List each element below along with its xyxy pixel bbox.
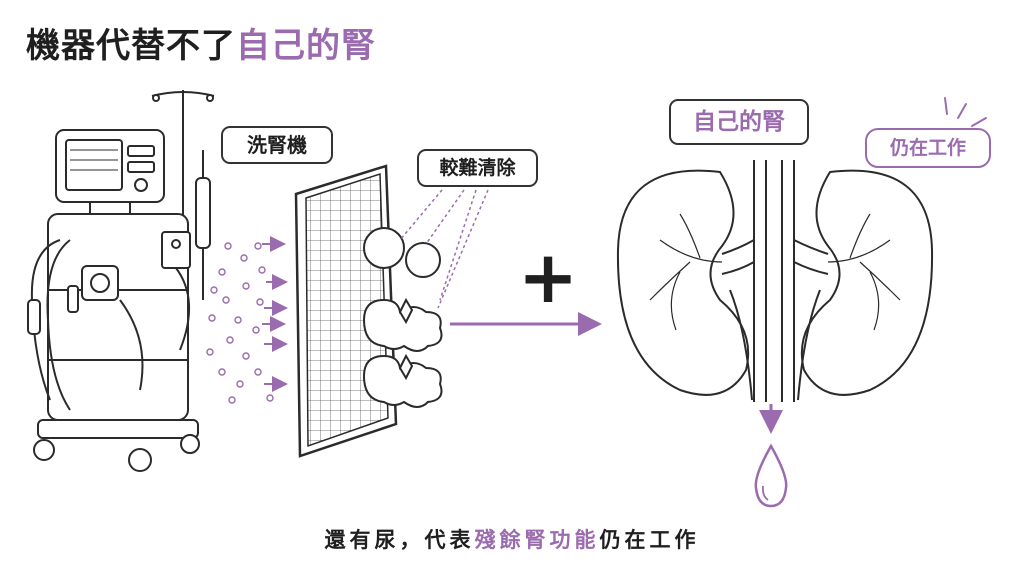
hard-to-clear-pointers [399, 189, 489, 309]
sparkle-icon [944, 97, 987, 127]
dialysis-machine-icon [27, 90, 215, 472]
own-kidney-label: 自己的腎 [669, 99, 809, 145]
large-molecules [362, 227, 443, 408]
footer-highlight: 殘餘腎功能 [474, 528, 600, 552]
flow-arrows-left [262, 236, 288, 392]
dialysis-machine-label: 洗腎機 [221, 126, 333, 164]
footer-caption: 還有尿，代表殘餘腎功能仍在工作 [0, 524, 1024, 554]
page-title: 機器代替不了自己的腎 [26, 18, 376, 67]
kidney-icon [616, 160, 934, 402]
footer-part2: 仍在工作 [599, 528, 700, 552]
title-highlight: 自己的腎 [236, 26, 376, 66]
hard-to-clear-label: 較難清除 [417, 149, 538, 187]
urine-drop-icon [754, 443, 788, 508]
still-working-label: 仍在工作 [865, 128, 991, 168]
plus-sign: + [518, 235, 578, 319]
title-main: 機器代替不了 [26, 26, 236, 66]
footer-part1: 還有尿，代表 [324, 528, 475, 552]
toxin-particles [206, 242, 274, 404]
